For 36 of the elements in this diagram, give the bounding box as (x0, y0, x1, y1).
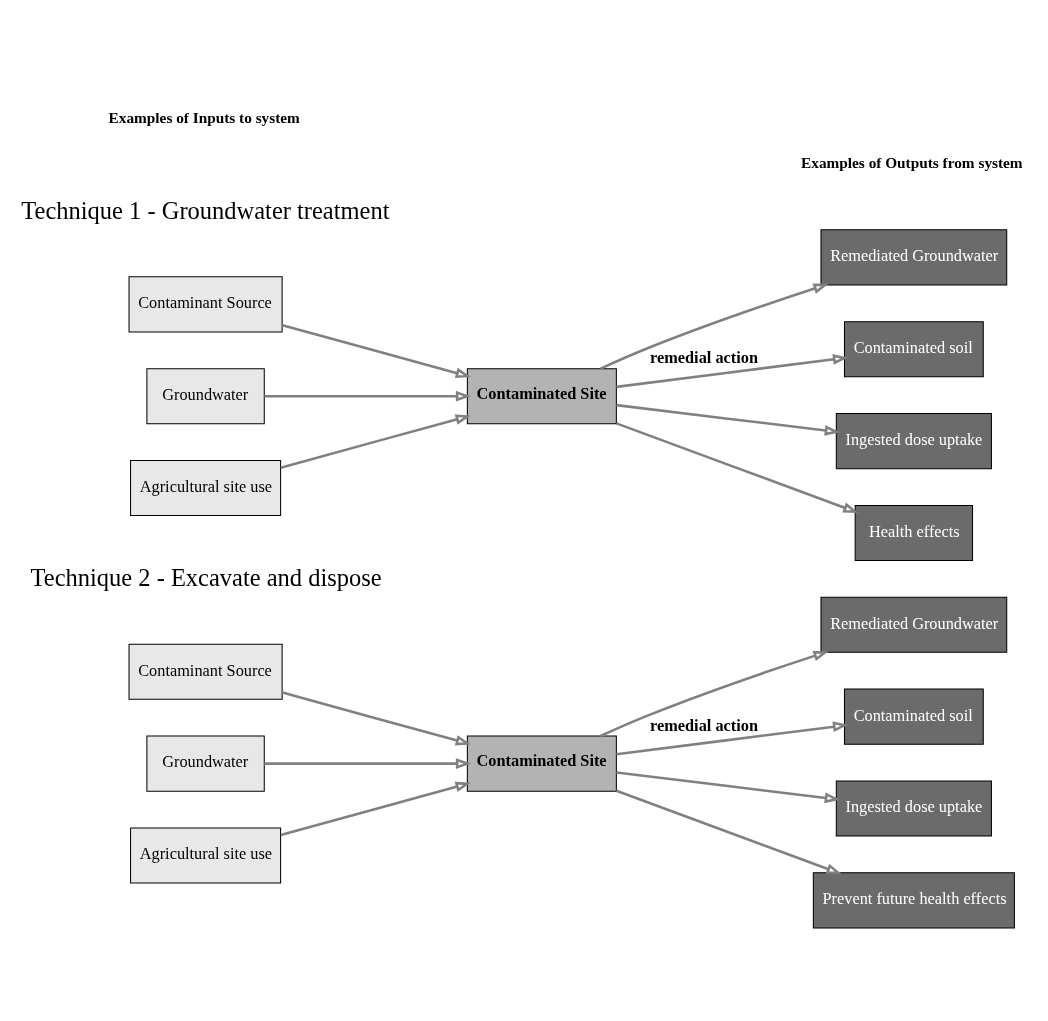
node-box: Contaminated Site (466, 735, 617, 792)
arrow (600, 283, 829, 370)
arrow (616, 354, 849, 389)
label: Technique 1 - Groundwater treatment (21, 196, 390, 224)
node-box: Health effects (854, 504, 974, 561)
arrow (616, 771, 841, 804)
node-box: Agricultural site use (130, 827, 282, 884)
node-box: Contaminant Source (128, 643, 283, 700)
node-box: Ingested dose uptake (835, 780, 992, 837)
node-box: Contaminated soil (843, 688, 984, 745)
node-box: Remediated Groundwater (820, 596, 1008, 653)
arrow (600, 650, 829, 738)
node-box: Contaminated soil (843, 321, 984, 378)
label: Technique 2 - Excavate and dispose (30, 564, 382, 592)
node-box: Contaminant Source (128, 276, 283, 333)
node-box: Groundwater (146, 735, 265, 792)
edge-label: remedial action (650, 348, 759, 368)
node-box: Prevent future health effects (812, 872, 1015, 929)
arrow (264, 390, 472, 402)
node-box: Agricultural site use (130, 460, 282, 517)
arrow (280, 781, 471, 837)
arrow (282, 691, 472, 746)
edge-label: remedial action (650, 715, 759, 735)
node-box: Contaminated Site (466, 368, 617, 425)
node-box: Ingested dose uptake (835, 413, 992, 470)
node-box: Groundwater (146, 368, 265, 425)
label: Examples of Outputs from system (801, 154, 1023, 172)
arrow (615, 789, 842, 875)
arrow (264, 758, 472, 769)
arrow (282, 323, 472, 379)
arrow (280, 414, 471, 469)
arrow (616, 721, 849, 756)
arrow (616, 403, 841, 436)
arrow (615, 422, 859, 513)
label: Examples of Inputs to system (108, 109, 300, 127)
node-box: Remediated Groundwater (820, 229, 1008, 286)
